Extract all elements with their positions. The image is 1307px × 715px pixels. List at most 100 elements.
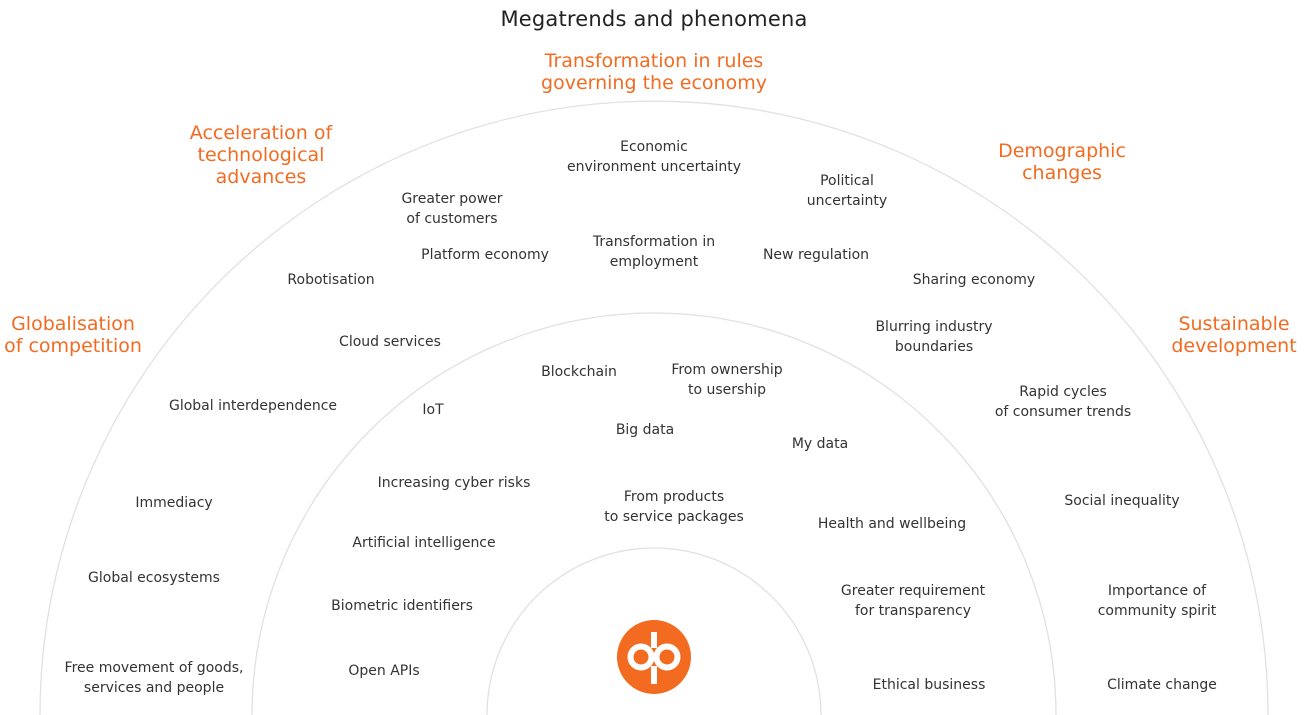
megatrend-line: Acceleration of bbox=[189, 122, 333, 144]
inner-arc bbox=[486, 547, 822, 715]
megatrend-demographic: Demographic changes bbox=[998, 140, 1126, 184]
phenomenon-artificial-intelligence: Artificial intelligence bbox=[352, 533, 495, 553]
phenomenon-economic-uncertainty: Economic environment uncertainty bbox=[567, 137, 741, 177]
megatrend-acceleration-tech: Acceleration of technological advances bbox=[190, 122, 332, 188]
phenomenon-line: From products bbox=[623, 489, 725, 505]
phenomenon-line: Blurring industry bbox=[875, 319, 993, 335]
phenomenon-line: services and people bbox=[83, 680, 225, 696]
phenomenon-iot: IoT bbox=[422, 400, 443, 420]
middle-arc bbox=[251, 312, 1057, 715]
logo-stem-bottom bbox=[651, 666, 657, 684]
phenomenon-climate-change: Climate change bbox=[1107, 675, 1217, 695]
megatrend-line: Transformation in rules bbox=[544, 50, 764, 72]
page-title: Megatrends and phenomena bbox=[500, 7, 808, 31]
phenomenon-line: Global ecosystems bbox=[88, 570, 220, 586]
phenomenon-line: of customers bbox=[406, 211, 498, 227]
phenomenon-line: From ownership bbox=[671, 362, 783, 378]
phenomenon-line: Global interdependence bbox=[168, 398, 338, 414]
phenomenon-line: Artificial intelligence bbox=[352, 535, 496, 551]
megatrend-line: governing the economy bbox=[541, 72, 767, 94]
phenomenon-new-regulation: New regulation bbox=[763, 245, 869, 265]
phenomenon-line: Economic bbox=[620, 139, 688, 155]
phenomenon-line: Climate change bbox=[1107, 677, 1217, 693]
megatrend-globalisation: Globalisation of competition bbox=[4, 313, 142, 357]
phenomenon-line: Cloud services bbox=[339, 334, 441, 350]
phenomenon-line: Robotisation bbox=[287, 272, 375, 288]
phenomenon-line: boundaries bbox=[894, 339, 974, 355]
megatrend-line: development bbox=[1171, 335, 1297, 357]
phenomenon-line: Open APIs bbox=[348, 663, 420, 679]
phenomenon-line: Biometric identifiers bbox=[331, 598, 473, 614]
phenomenon-free-movement: Free movement of goods, services and peo… bbox=[65, 658, 244, 698]
phenomenon-line: environment uncertainty bbox=[566, 159, 742, 175]
phenomenon-platform-economy: Platform economy bbox=[421, 245, 549, 265]
phenomenon-global-ecosystems: Global ecosystems bbox=[88, 568, 220, 588]
phenomenon-line: Greater power bbox=[401, 191, 503, 207]
megatrend-line: advances bbox=[215, 166, 307, 188]
megatrend-transformation-rules: Transformation in rules governing the ec… bbox=[541, 50, 767, 94]
phenomenon-ethical-business: Ethical business bbox=[873, 675, 986, 695]
logo-ring-right bbox=[653, 643, 681, 671]
phenomenon-line: Importance of bbox=[1107, 583, 1207, 599]
phenomenon-sharing-economy: Sharing economy bbox=[913, 270, 1035, 290]
megatrend-line: Demographic bbox=[998, 140, 1126, 162]
phenomenon-robotisation: Robotisation bbox=[287, 270, 374, 290]
phenomenon-immediacy: Immediacy bbox=[135, 493, 212, 513]
phenomenon-my-data: My data bbox=[792, 434, 848, 454]
phenomenon-line: Ethical business bbox=[872, 677, 986, 693]
phenomenon-line: IoT bbox=[422, 402, 444, 418]
phenomenon-open-apis: Open APIs bbox=[348, 661, 419, 681]
phenomenon-biometric: Biometric identifiers bbox=[331, 596, 473, 616]
phenomenon-line: for transparency bbox=[854, 603, 972, 619]
phenomenon-line: uncertainty bbox=[806, 193, 888, 209]
phenomenon-line: Free movement of goods, bbox=[64, 660, 244, 676]
phenomenon-line: to usership bbox=[688, 382, 766, 398]
op-logo bbox=[617, 620, 691, 694]
phenomenon-line: Rapid cycles bbox=[1019, 384, 1107, 400]
phenomenon-line: Immediacy bbox=[135, 495, 213, 511]
phenomenon-line: Blockchain bbox=[541, 364, 617, 380]
phenomenon-transformation-employment: Transformation in employment bbox=[593, 232, 715, 272]
phenomenon-line: Transformation in bbox=[592, 234, 716, 250]
phenomenon-line: Greater requirement bbox=[840, 583, 986, 599]
phenomenon-line: Health and wellbeing bbox=[817, 516, 967, 532]
phenomenon-big-data: Big data bbox=[616, 420, 674, 440]
phenomenon-cloud-services: Cloud services bbox=[339, 332, 441, 352]
phenomenon-political-uncertainty: Political uncertainty bbox=[807, 171, 887, 211]
phenomenon-line: Big data bbox=[615, 422, 675, 438]
megatrend-sustainable: Sustainable development bbox=[1171, 313, 1296, 357]
phenomenon-increasing-cyber: Increasing cyber risks bbox=[378, 473, 531, 493]
phenomenon-blurring-industry: Blurring industry boundaries bbox=[875, 317, 992, 357]
phenomenon-rapid-cycles: Rapid cycles of consumer trends bbox=[995, 382, 1131, 422]
phenomenon-line: Sharing economy bbox=[912, 272, 1036, 288]
megatrend-line: technological bbox=[197, 144, 325, 166]
phenomenon-greater-requirement: Greater requirement for transparency bbox=[841, 581, 985, 621]
logo-ring-left bbox=[627, 643, 655, 671]
phenomenon-line: Increasing cyber risks bbox=[377, 475, 531, 491]
phenomenon-blockchain: Blockchain bbox=[541, 362, 617, 382]
phenomenon-line: Platform economy bbox=[421, 247, 549, 263]
logo-stem-top bbox=[651, 632, 657, 648]
phenomenon-importance-community: Importance of community spirit bbox=[1098, 581, 1217, 621]
phenomenon-line: Social inequality bbox=[1064, 493, 1180, 509]
phenomenon-ownership-usership: From ownership to usership bbox=[671, 360, 782, 400]
phenomenon-line: community spirit bbox=[1097, 603, 1217, 619]
phenomenon-products-services: From products to service packages bbox=[604, 487, 744, 527]
phenomenon-social-inequality: Social inequality bbox=[1064, 491, 1179, 511]
phenomenon-line: of consumer trends bbox=[994, 404, 1132, 420]
outer-arc bbox=[39, 100, 1269, 715]
phenomenon-greater-power: Greater power of customers bbox=[401, 189, 502, 229]
megatrend-line: Globalisation bbox=[11, 313, 135, 335]
phenomenon-line: My data bbox=[791, 436, 849, 452]
megatrend-line: Sustainable bbox=[1178, 313, 1290, 335]
phenomenon-line: New regulation bbox=[762, 247, 870, 263]
megatrend-line: of competition bbox=[4, 335, 142, 357]
phenomenon-health-wellbeing: Health and wellbeing bbox=[818, 514, 966, 534]
phenomenon-line: Political bbox=[820, 173, 874, 189]
megatrend-line: changes bbox=[1022, 162, 1102, 184]
phenomenon-global-interdependence: Global interdependence bbox=[169, 396, 337, 416]
phenomenon-line: employment bbox=[609, 254, 699, 270]
phenomenon-line: to service packages bbox=[604, 509, 744, 525]
